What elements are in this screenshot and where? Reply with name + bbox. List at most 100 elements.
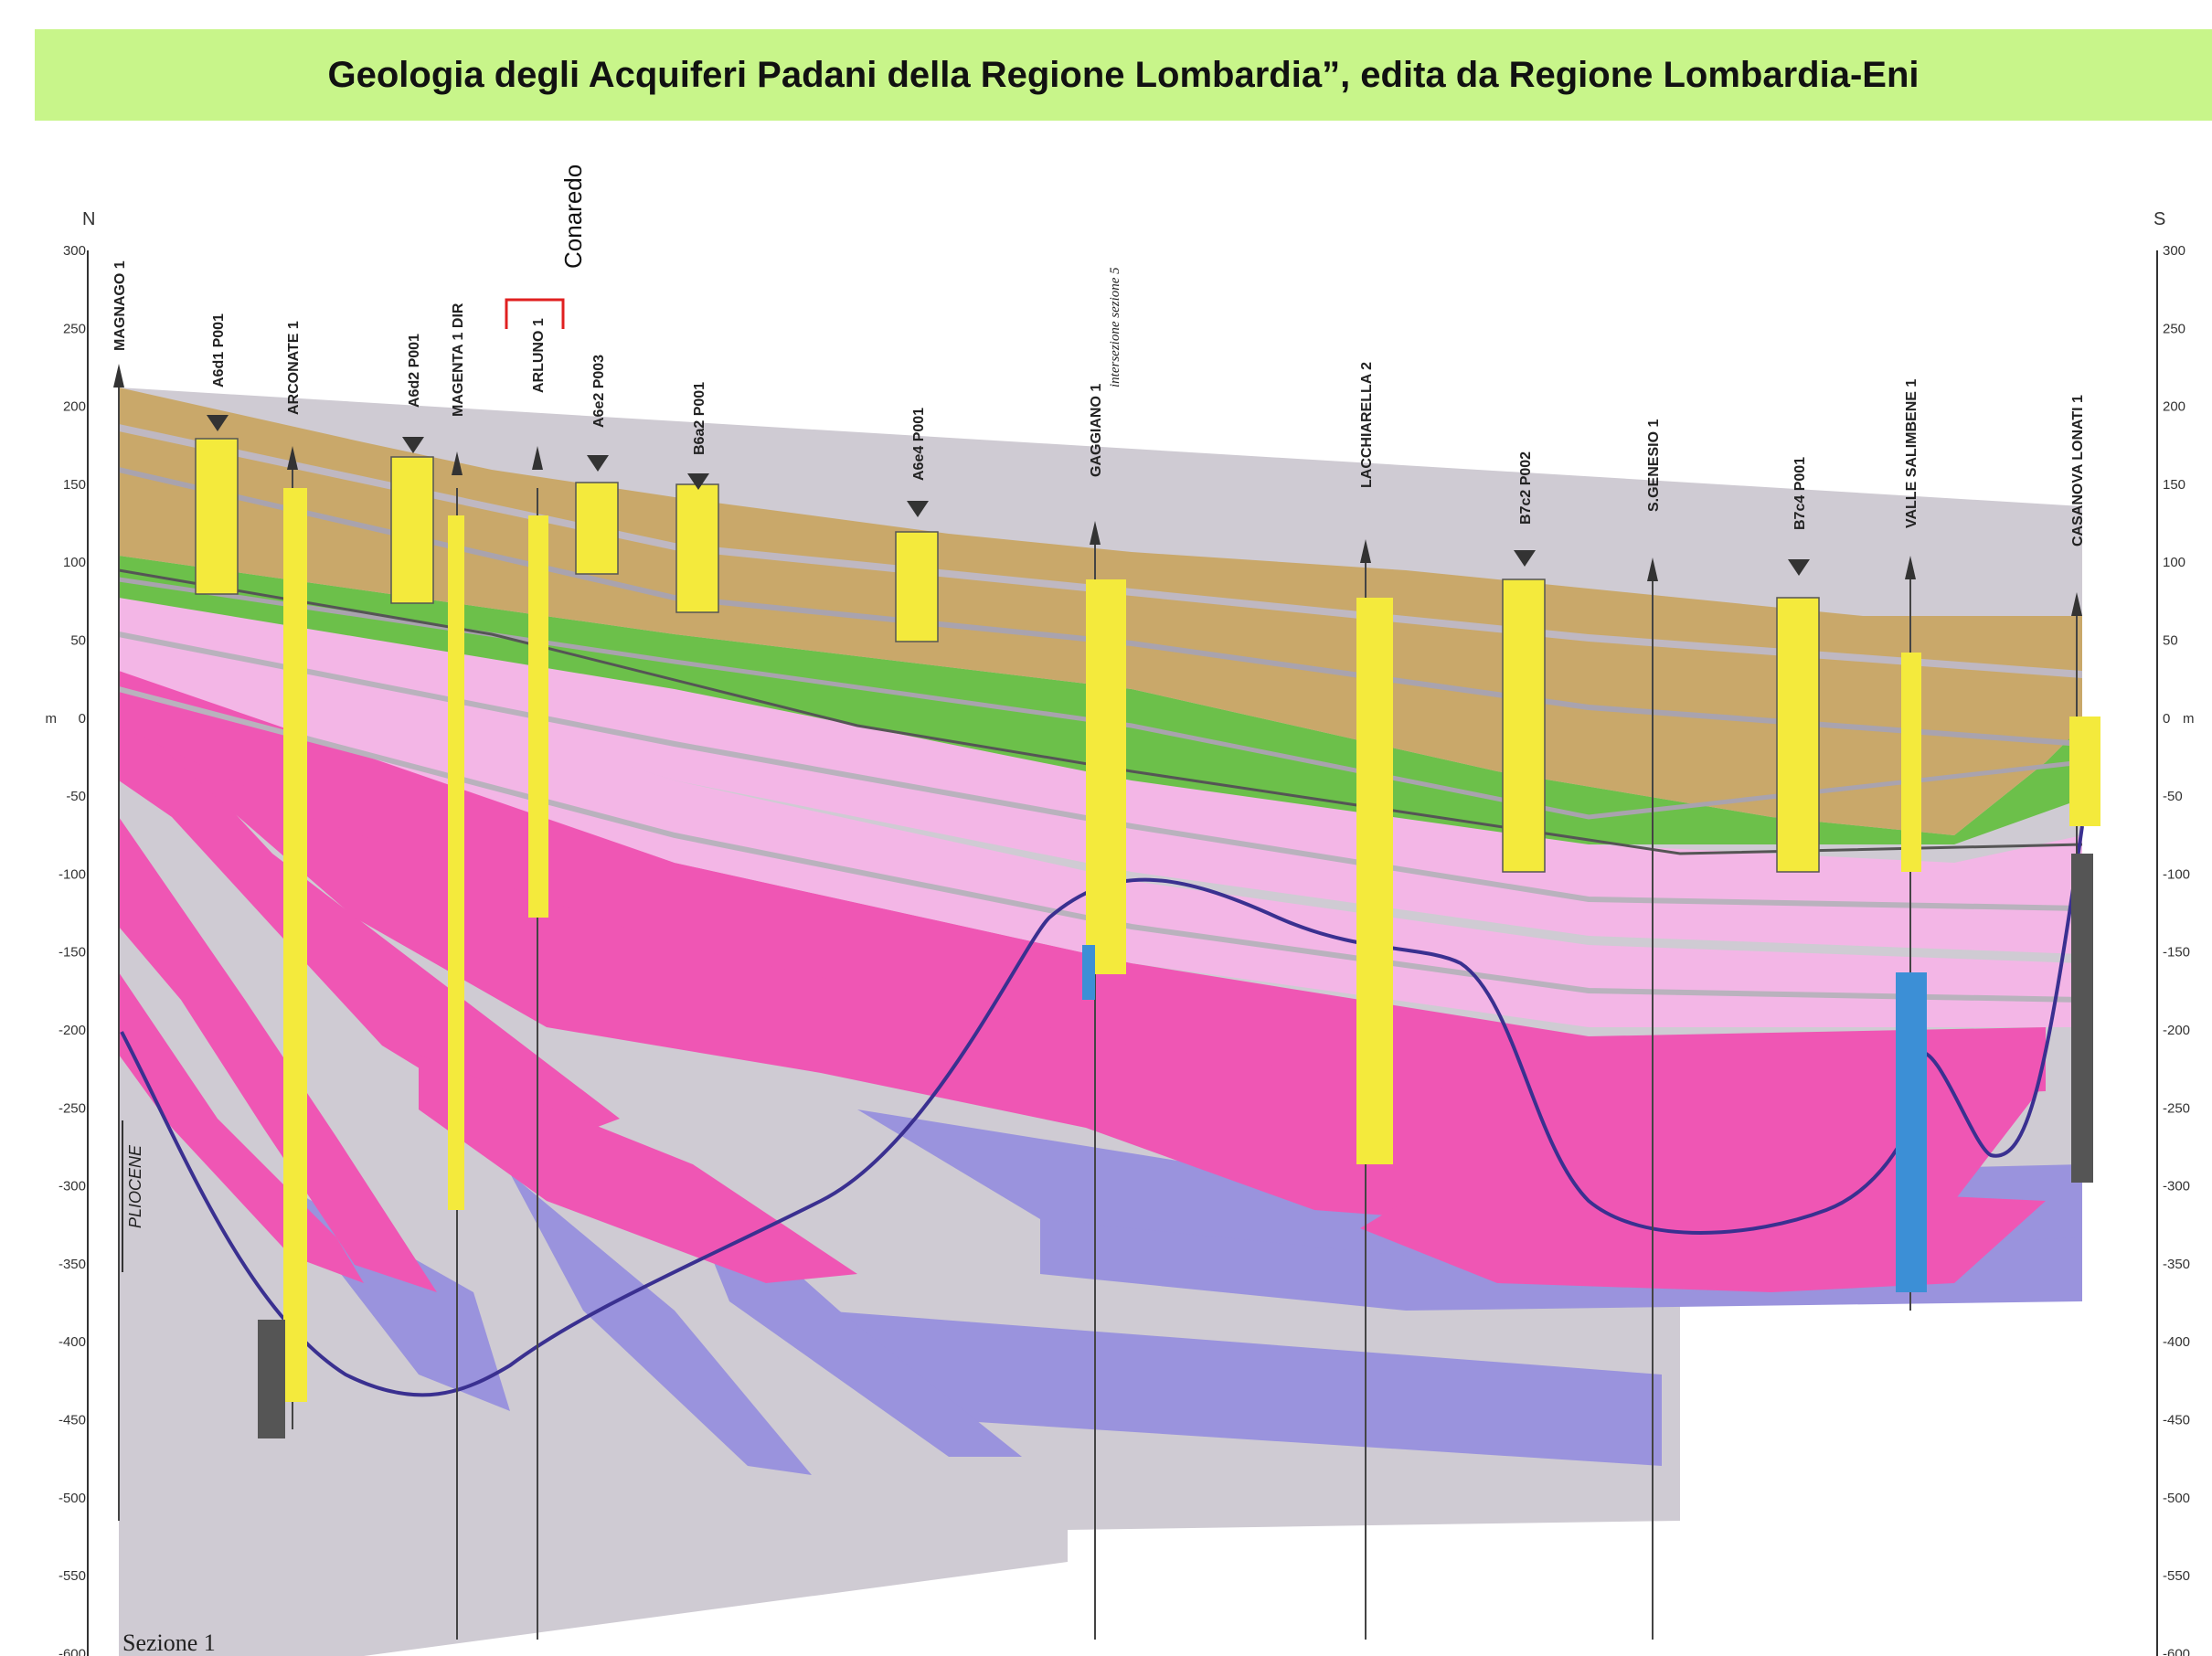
right-tick-label: -600 [2163,1646,2190,1656]
left-axis-ticks: 300250200150100500-50-100-150-200-250-30… [46,243,87,1656]
left-tick-label: -550 [58,1568,86,1584]
left-tick-label: -50 [66,789,86,804]
well-label: B6a2 P001 [692,382,707,455]
right-tick-label: -250 [2163,1100,2190,1116]
log-a6d2 [390,456,434,604]
log-gaggiano [1086,579,1126,974]
left-tick-label: 150 [63,477,86,493]
left-tick-label: 100 [63,555,86,570]
left-tick-label: -300 [58,1179,86,1194]
left-tick-label: 300 [63,243,86,259]
right-tick-label: -300 [2163,1179,2190,1194]
log-b7c2 [1502,579,1546,873]
intersection-label: intersezione sezione 5 [1108,267,1122,387]
well-icon-b6a2 [687,473,709,490]
well-label: ARCONATE 1 [286,321,302,415]
right-tick-label: 250 [2163,321,2185,336]
derrick-icon-valle [1905,556,1916,579]
derrick-icon-lacchiarella [1360,539,1371,563]
left-unit-label: m [46,711,58,727]
left-tick-label: -350 [58,1257,86,1272]
conaredo-bracket [505,298,565,329]
well-label: LACCHIARELLA 2 [1359,362,1375,488]
right-tick-label: -200 [2163,1023,2190,1038]
left-tick-label: -600 [58,1646,86,1656]
left-tick-label: -450 [58,1413,86,1428]
left-tick-label: -250 [58,1100,86,1116]
right-tick-label: 100 [2163,555,2185,570]
log-magnago-dark [258,1320,285,1438]
well-label: B7c2 P002 [1518,451,1534,525]
tan-stripe-2 [118,467,2083,747]
log-b7c4 [1776,597,1820,873]
geological-cross-section: N S 300 250 200 150 100 50 0 -50 -100 -150 -200 -25… [35,122,2212,1656]
well-label: A6d2 P001 [407,334,422,408]
title-banner: Geologia degli Acquiferi Padani della Re… [35,29,2212,121]
pink-stripe-2 [118,686,2083,1003]
left-tick-label: -100 [58,866,86,882]
well-label: MAGENTA 1 DIR [451,303,466,417]
log-valle [1901,653,1921,872]
left-tick-label: 0 [79,711,86,727]
log-lacchiarella [1356,598,1393,1164]
right-unit-label: m [2183,711,2195,727]
south-label: S [2154,209,2165,229]
right-tick-label: 150 [2163,477,2185,493]
well-icon-a6d1 [207,415,229,431]
well-label: A6e2 P003 [591,355,607,428]
magenta-left-fans [119,689,620,1146]
log-a6e4 [895,531,939,642]
contact-line [118,568,2083,855]
derrick-icon-sgenesio [1647,557,1658,581]
left-tick-label: -150 [58,945,86,961]
well-symbols [113,364,2082,616]
log-arconate [283,488,307,1402]
right-tick-label: 200 [2163,399,2185,415]
magenta-left-fans-2 [119,817,437,1292]
well-icon-a6d2 [402,437,424,453]
north-label: N [82,209,95,229]
left-tick-label: -500 [58,1491,86,1506]
log-b6a2 [675,483,719,613]
log-magenta [448,515,464,1210]
well-icon-a6e2 [587,455,609,472]
title-text: Geologia degli Acquiferi Padani della Re… [327,54,1920,95]
well-icon-b7c4 [1788,559,1810,576]
log-arluno [528,515,548,918]
log-a6e2 [575,482,619,575]
right-axis-ticks: 300250200150100500-50-100-150-200-250-30… [2163,243,2195,1656]
left-tick-label: 200 [63,399,86,415]
pink-stripe-1 [118,632,2083,911]
right-tick-label: 300 [2163,243,2185,259]
section-label: Sezione 1 [122,1629,216,1656]
log-casanova-dark [2071,854,2093,1183]
well-label: CASANOVA LONATI 1 [2070,395,2086,547]
log-casanova [2069,717,2100,826]
well-label: MAGNAGO 1 [112,260,128,351]
derrick-icon-casanova [2071,592,2082,616]
derrick-icon-gaggiano [1090,521,1101,545]
right-tick-label: 50 [2163,633,2178,649]
well-label: B7c4 P001 [1792,457,1808,530]
right-tick-label: -350 [2163,1257,2190,1272]
well-label: A6e4 P001 [911,408,927,481]
well-label: GAGGIANO 1 [1089,384,1104,477]
magenta-upper [119,666,2046,1109]
right-tick-label: 0 [2163,711,2170,727]
derrick-icon-arluno [532,446,543,470]
right-tick-label: -550 [2163,1568,2190,1584]
blue-band-left-2 [510,1173,812,1475]
left-tick-label: -200 [58,1023,86,1038]
log-valle-blue [1896,972,1927,1292]
log-gaggiano-blue [1082,945,1095,1000]
well-icon-a6e4 [907,501,929,517]
pliocene-label: PLIOCENE [126,1144,144,1228]
well-label: S.GENESIO 1 [1646,419,1662,512]
well-label: ARLUNO 1 [531,318,547,393]
conaredo-label: Conaredo [559,165,587,269]
derrick-icon-magenta [452,451,463,475]
derrick-icon-magnago [113,364,124,387]
right-tick-label: -150 [2163,945,2190,961]
right-tick-label: -100 [2163,866,2190,882]
